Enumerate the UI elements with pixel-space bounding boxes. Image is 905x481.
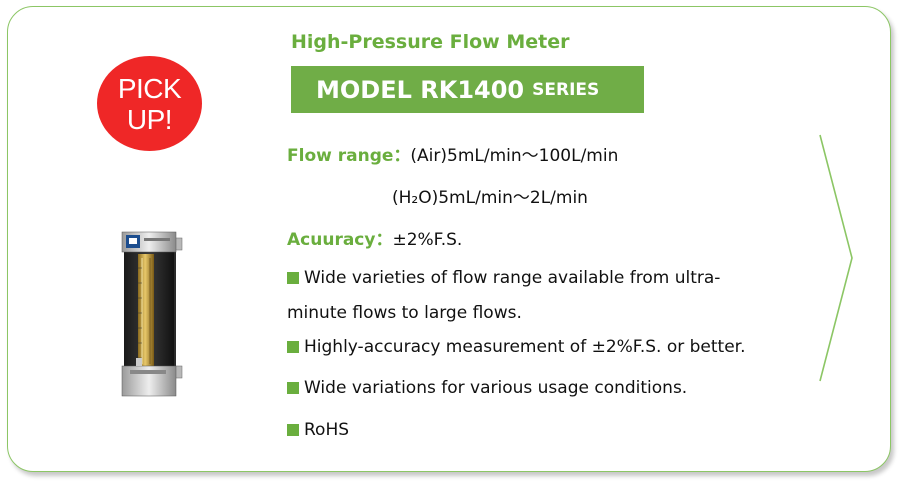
feature-item: Wide varieties of flow range available f… — [287, 268, 720, 288]
feature-item: RoHS — [287, 420, 349, 440]
chevron-right-icon[interactable] — [816, 133, 858, 383]
feature-text: RoHS — [304, 420, 350, 440]
model-name: MODEL RK1400 — [316, 75, 525, 104]
badge-line-1: PICK — [117, 72, 182, 104]
flow-meter-image — [121, 231, 183, 397]
feature-text: Highly-accuracy measurement of ±2%F.S. o… — [304, 337, 746, 357]
pick-up-badge: PICK UP! — [97, 56, 202, 151]
flow-range-air: (Air)5mL/min～100L/min — [410, 146, 619, 166]
accuracy-row: Acuuracy：±2%F.S. — [287, 225, 462, 250]
badge-line-2: UP! — [126, 103, 173, 135]
feature-item: Highly-accuracy measurement of ±2%F.S. o… — [287, 337, 746, 357]
product-subtitle: High-Pressure Flow Meter — [291, 31, 570, 53]
accuracy-value: ±2%F.S. — [392, 230, 463, 250]
feature-item: Wide variations for various usage condit… — [287, 378, 687, 398]
feature-text: Wide varieties of flow range available f… — [304, 268, 721, 288]
flow-range-h2o: (H₂O)5mL/min～2L/min — [392, 188, 588, 208]
bullet-square-icon — [287, 424, 299, 436]
bullet-square-icon — [287, 272, 299, 284]
flow-range-row: Flow range：(Air)5mL/min～100L/min — [287, 141, 618, 166]
bullet-square-icon — [287, 341, 299, 353]
flow-range-label: Flow range： — [287, 146, 411, 166]
feature-item-continuation: minute flows to large flows. — [287, 303, 522, 323]
accuracy-label: Acuuracy： — [287, 230, 393, 250]
bullet-square-icon — [287, 382, 299, 394]
feature-text: minute flows to large flows. — [287, 303, 522, 323]
model-banner: MODEL RK1400 SERIES — [291, 66, 644, 113]
feature-text: Wide variations for various usage condit… — [304, 378, 688, 398]
model-series: SERIES — [532, 79, 600, 100]
